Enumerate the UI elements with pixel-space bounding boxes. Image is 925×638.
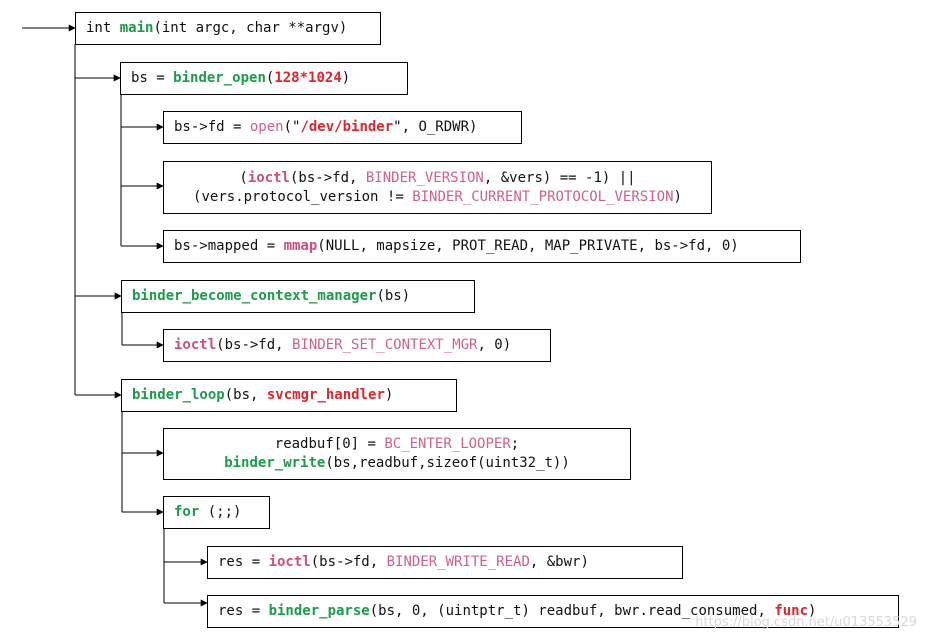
code-token: (bs, 0, (uintptr_t) readbuf, bwr.read_co… (369, 603, 775, 619)
code-token: svcmgr_handler (266, 387, 385, 403)
code-token: (bs->fd, (310, 554, 387, 570)
code-line: ioctl(bs->fd, BINDER_SET_CONTEXT_MGR, 0) (174, 336, 511, 355)
code-token: /dev/binder (300, 119, 394, 135)
code-token: ( (265, 70, 275, 86)
code-token: open (249, 119, 284, 135)
code-token: , &vers) == -1) || (483, 169, 636, 186)
code-token: BINDER_VERSION (365, 169, 484, 186)
code-token: ) (673, 188, 682, 205)
code-token: BINDER_SET_CONTEXT_MGR (292, 337, 478, 353)
code-token: mmap (283, 238, 318, 254)
code-line: binder_loop(bs, svcmgr_handler) (132, 386, 393, 405)
ioctl-set-ctx-box: ioctl(bs->fd, BINDER_SET_CONTEXT_MGR, 0) (163, 329, 551, 362)
code-token: binder_write (224, 455, 326, 471)
code-token: (bs) (376, 288, 411, 304)
code-token: res = (218, 554, 269, 570)
watermark: https://blog.csdn.net/u013553529 (695, 615, 917, 630)
code-token: ; (510, 436, 520, 452)
code-token: bs->mapped = (174, 238, 284, 254)
code-token: ioctl (268, 554, 311, 570)
code-token: (vers.protocol_version != (193, 188, 413, 205)
code-token: bs->fd = (174, 119, 250, 135)
enter-looper-box: readbuf[0] = BC_ENTER_LOOPER;binder_writ… (163, 428, 631, 480)
code-token: ", O_RDWR) (393, 119, 478, 135)
code-token: ) (341, 70, 351, 86)
code-token: BINDER_CURRENT_PROTOCOL_VERSION (412, 188, 674, 205)
code-token: ( (239, 169, 248, 186)
code-line: res = binder_parse(bs, 0, (uintptr_t) re… (218, 602, 816, 621)
code-token: ioctl (247, 169, 290, 186)
main-box: int main(int argc, char **argv) (75, 12, 381, 45)
for-loop-box: for (;;) (163, 496, 270, 529)
code-token: (bs, (224, 387, 267, 403)
code-token: binder_loop (132, 387, 225, 403)
binder-loop-box: binder_loop(bs, svcmgr_handler) (121, 379, 457, 412)
ioctl-write-read-box: res = ioctl(bs->fd, BINDER_WRITE_READ, &… (207, 546, 683, 579)
code-token: (bs,readbuf,sizeof(uint32_t)) (325, 455, 570, 471)
code-token: (bs->fd, (290, 169, 366, 186)
code-token: BINDER_WRITE_READ (386, 554, 530, 570)
code-token: binder_parse (268, 603, 370, 619)
code-token: func (774, 603, 809, 619)
code-line: int main(int argc, char **argv) (86, 19, 347, 38)
code-token: (int argc, char **argv) (153, 20, 348, 36)
code-token: binder_become_context_manager (132, 288, 377, 304)
code-line: readbuf[0] = BC_ENTER_LOOPER; (275, 435, 519, 454)
code-token: , &bwr) (529, 554, 589, 570)
binder-open-box: bs = binder_open(128*1024) (120, 62, 408, 95)
code-token: main (119, 20, 154, 36)
code-line: binder_write(bs,readbuf,sizeof(uint32_t)… (224, 454, 570, 473)
code-token: res = (218, 603, 269, 619)
code-line: (vers.protocol_version != BINDER_CURRENT… (193, 188, 682, 207)
code-line: bs = binder_open(128*1024) (131, 69, 350, 88)
code-token: binder_open (173, 70, 266, 86)
code-token: int (86, 20, 120, 36)
code-line: for (;;) (174, 503, 241, 522)
code-token: BC_ENTER_LOOPER (384, 436, 511, 452)
mmap-box: bs->mapped = mmap(NULL, mapsize, PROT_RE… (163, 230, 801, 263)
version-check-box: (ioctl(bs->fd, BINDER_VERSION, &vers) ==… (163, 161, 712, 214)
code-token: , 0) (477, 337, 512, 353)
code-token: ) (384, 387, 394, 403)
code-line: res = ioctl(bs->fd, BINDER_WRITE_READ, &… (218, 553, 589, 572)
code-token: readbuf[0] = (274, 436, 385, 452)
code-line: bs->mapped = mmap(NULL, mapsize, PROT_RE… (174, 237, 739, 256)
code-token: for (174, 504, 200, 520)
open-dev-binder-box: bs->fd = open("/dev/binder", O_RDWR) (163, 111, 522, 144)
code-line: bs->fd = open("/dev/binder", O_RDWR) (174, 118, 477, 137)
code-line: binder_become_context_manager(bs) (132, 287, 410, 306)
binder-parse-box: res = binder_parse(bs, 0, (uintptr_t) re… (207, 595, 899, 628)
code-line: (ioctl(bs->fd, BINDER_VERSION, &vers) ==… (239, 169, 635, 188)
code-token: (bs->fd, (216, 337, 293, 353)
code-token: (;;) (199, 504, 242, 520)
code-token: ioctl (174, 337, 217, 353)
code-token: 128*1024 (274, 70, 342, 86)
code-token: bs = (131, 70, 174, 86)
code-token: (" (283, 119, 301, 135)
code-token: ) (808, 603, 817, 619)
code-token: (NULL, mapsize, PROT_READ, MAP_PRIVATE, … (317, 238, 739, 254)
become-ctx-mgr-box: binder_become_context_manager(bs) (121, 280, 475, 313)
